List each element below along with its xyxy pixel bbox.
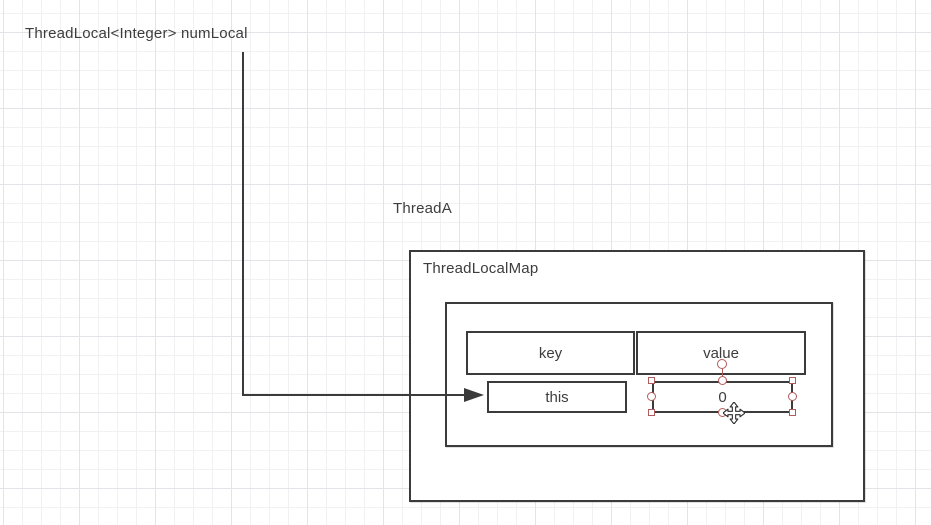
entry-key-label: this bbox=[545, 388, 569, 406]
entry-key-cell[interactable]: this bbox=[487, 381, 627, 413]
move-cursor-icon bbox=[723, 402, 745, 424]
header-value-label: value bbox=[703, 344, 739, 362]
threadlocalmap-label: ThreadLocalMap bbox=[423, 260, 539, 277]
header-key-cell[interactable]: key bbox=[466, 331, 635, 375]
thread-a-label[interactable]: ThreadA bbox=[393, 200, 452, 217]
threadlocal-variable-label[interactable]: ThreadLocal<Integer> numLocal bbox=[25, 25, 248, 42]
header-value-cell[interactable]: value bbox=[636, 331, 806, 375]
header-key-label: key bbox=[538, 344, 563, 362]
entry-value-label: 0 bbox=[718, 388, 727, 406]
